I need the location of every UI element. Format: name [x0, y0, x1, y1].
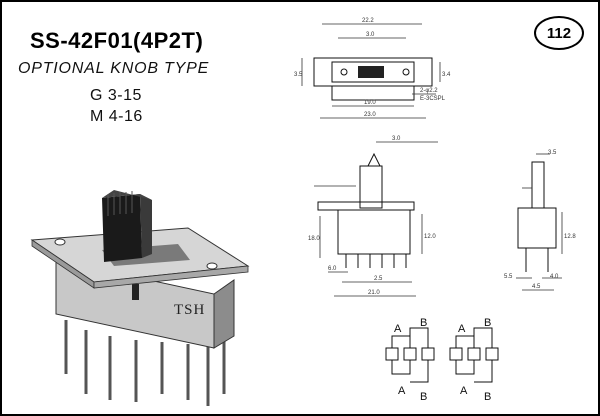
- schematic-label-a4: A: [460, 385, 468, 397]
- side-view-drawing: 3.5 12.8 5.5 4.0 4.5: [504, 150, 576, 291]
- schematic-label-b3: B: [420, 391, 427, 403]
- mount-hole-left: [54, 238, 66, 246]
- schematic-label-b4: B: [484, 391, 491, 403]
- dim-top-knob: 3.0: [366, 32, 375, 38]
- knob-option-g: G 3-15: [90, 87, 142, 104]
- model-title: SS-42F01(4P2T): [30, 28, 204, 53]
- top-view-drawing: 22.2 3.0 3.5 3.4 19.0 23.0 2-φ2.2 E-3CSP…: [294, 18, 451, 119]
- dim-side-height: 12.8: [564, 234, 576, 240]
- knob-type-subtitle: OPTIONAL KNOB TYPE: [18, 60, 210, 77]
- slot: [132, 284, 139, 300]
- brand-marking: TSH: [174, 302, 205, 318]
- dim-top-left-h: 3.5: [294, 72, 303, 78]
- dim-front-height: 18.0: [308, 236, 320, 242]
- knob-option-m: M 4-16: [90, 108, 143, 125]
- dim-side-pin: 5.5: [504, 274, 513, 280]
- dim-front-pin: 6.0: [328, 266, 337, 272]
- dim-front-body: 12.0: [424, 234, 436, 240]
- mount-hole-right: [206, 262, 218, 270]
- schematic-label-b2: B: [484, 317, 491, 329]
- front-view-drawing: 3.0 18.0 12.0 6.0 2.5 21.0: [308, 136, 438, 297]
- schematic-label-a3: A: [398, 385, 406, 397]
- dim-front-width: 21.0: [368, 290, 380, 296]
- schematic-label-a1: A: [394, 323, 402, 335]
- page-number-badge: 112: [534, 16, 584, 50]
- knob-top: [358, 66, 384, 78]
- dim-side-knob: 3.5: [548, 150, 557, 156]
- dim-top-overall: 23.0: [364, 112, 376, 118]
- dim-top-screw: E-3CSPL: [420, 96, 446, 102]
- dim-top-holes: 2-φ2.2: [420, 88, 438, 94]
- dim-side-width: 4.5: [532, 284, 541, 290]
- dim-top-hole: 19.0: [364, 100, 376, 106]
- dim-front-knob: 3.0: [392, 136, 401, 142]
- dim-side-offset: 4.0: [550, 274, 559, 280]
- schematic-label-b1: B: [420, 317, 427, 329]
- dim-top-right-h: 3.4: [442, 72, 451, 78]
- dim-top-width: 22.2: [362, 18, 374, 24]
- dim-front-pitch: 2.5: [374, 276, 383, 282]
- slide-switch-illustration: TSH: [30, 190, 250, 406]
- slide-knob: [102, 190, 152, 262]
- circuit-schematic: A B A B A B A B: [385, 317, 499, 403]
- schematic-label-a2: A: [458, 323, 466, 335]
